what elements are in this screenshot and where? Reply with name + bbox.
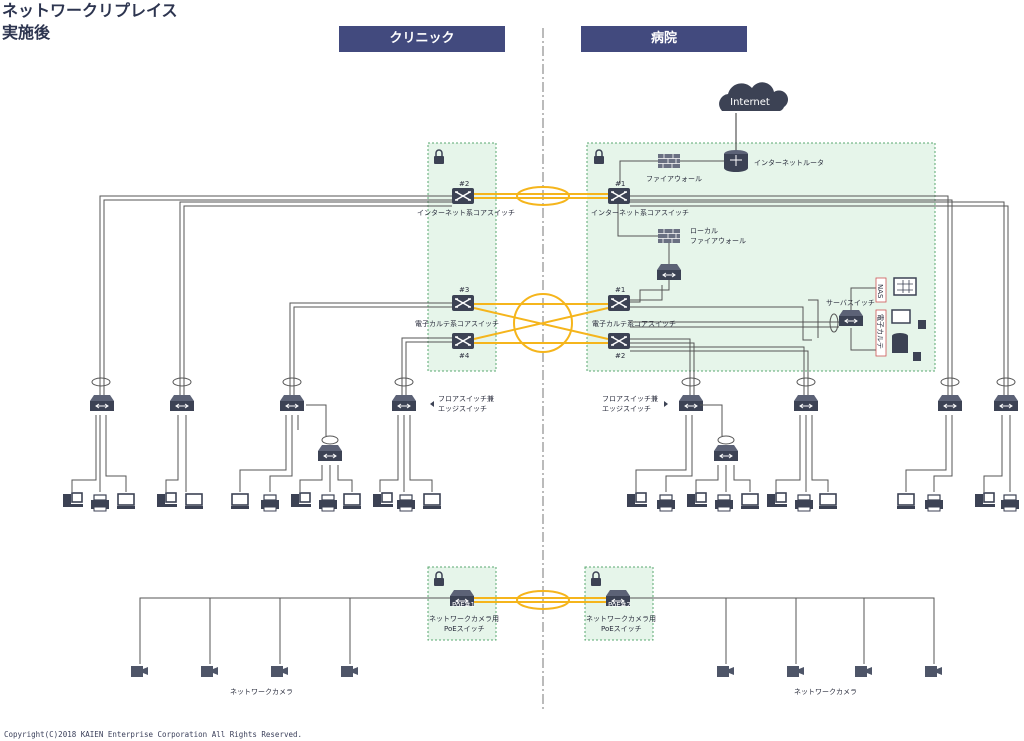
desktop-pc-icon <box>766 492 788 508</box>
printer-icon <box>1000 494 1020 512</box>
poe-label-left-1: ネットワークカメラ用 <box>429 615 499 623</box>
nas-label: NAS <box>876 284 884 299</box>
switch-number: #3 <box>459 286 469 294</box>
desktop-pc-icon <box>372 492 394 508</box>
camera-label-right: ネットワークカメラ <box>794 688 857 696</box>
switch-number: #1 <box>615 180 625 188</box>
laptop-icon <box>342 493 362 510</box>
server-switch-label: サーバスイッチ <box>826 299 875 307</box>
printer-icon <box>656 494 676 512</box>
edge-switch-icon <box>279 394 305 412</box>
laptop-icon <box>896 493 916 510</box>
hospital-ehr-core-switch-icon <box>607 294 631 312</box>
desktop-pc-icon <box>974 492 996 508</box>
poe-label-right-2: PoEスイッチ <box>601 625 642 633</box>
hospital-internet-core-label: インターネット系コアスイッチ <box>591 208 689 217</box>
server-switch-icon <box>838 309 864 327</box>
camera-label-left: ネットワークカメラ <box>230 688 293 696</box>
edge-switch-icon <box>713 444 739 462</box>
edge-switch-icon <box>89 394 115 412</box>
laptop-icon <box>740 493 760 510</box>
hospital-ehr-core-label: 電子カルテ系コアスイッチ <box>592 319 676 328</box>
switch-number: #1 <box>615 286 625 294</box>
laptop-icon <box>230 493 250 510</box>
ehr-label: 電子カルテ <box>876 314 884 349</box>
camera-icon <box>717 666 734 677</box>
hospital-ehr-core-switch-icon <box>607 332 631 350</box>
nas-server-icon <box>893 277 917 296</box>
clinic-internet-core-switch-icon <box>451 187 475 205</box>
desktop-pc-icon <box>290 492 312 508</box>
printer-icon <box>714 494 734 512</box>
edge-switch-icon <box>391 394 417 412</box>
desktop-pc-icon <box>626 492 648 508</box>
desktop-pc-icon <box>62 492 84 508</box>
router-label: インターネットルータ <box>754 158 824 167</box>
edge-switch-icon <box>937 394 963 412</box>
laptop-icon <box>116 493 136 510</box>
clinic-ehr-core-switch-icon <box>451 294 475 312</box>
poe-label-left-2: PoEスイッチ <box>444 625 485 633</box>
floor-switch-label-right-1: フロアスイッチ兼 <box>602 394 658 403</box>
clinic-header: クリニック <box>339 26 505 52</box>
edge-switch-icon <box>317 444 343 462</box>
title-line-2: 実施後 <box>2 23 51 42</box>
poe-number: PoE#2 <box>608 601 631 609</box>
printer-icon <box>90 494 110 512</box>
printer-icon <box>396 494 416 512</box>
floor-switch-label-left-2: エッジスイッチ <box>438 405 487 413</box>
printer-icon <box>924 494 944 512</box>
ehr-server-icon <box>891 309 911 324</box>
switch-number: #2 <box>459 180 469 188</box>
camera-icon <box>341 666 358 677</box>
local-firewall-label-1: ローカル <box>690 227 718 235</box>
switch-number: #2 <box>615 352 625 360</box>
printer-icon <box>260 494 280 512</box>
laptop-icon <box>184 493 204 510</box>
firewall-switch-icon <box>656 263 682 281</box>
printer-icon <box>318 494 338 512</box>
poe-label-right-1: ネットワークカメラ用 <box>586 615 656 623</box>
edge-switch-icon <box>993 394 1019 412</box>
floor-switch-label-right-2: エッジスイッチ <box>602 405 651 413</box>
page-title: ネットワークリプレイス 実施後 <box>2 0 178 44</box>
camera-icon <box>925 666 942 677</box>
hospital-internet-core-switch-icon <box>607 187 631 205</box>
laptop-icon <box>818 493 838 510</box>
inter-site-links <box>473 186 609 610</box>
hospital-header: 病院 <box>581 26 747 52</box>
internet-router-icon <box>724 150 748 172</box>
clinic-ehr-core-switch-icon <box>451 332 475 350</box>
local-firewall-label-2: ファイアウォール <box>690 237 746 245</box>
camera-icon <box>855 666 872 677</box>
internet-label: Internet <box>730 97 770 108</box>
floor-switch-label-left-1: フロアスイッチ兼 <box>438 394 494 403</box>
title-line-1: ネットワークリプレイス <box>2 1 178 20</box>
laptop-icon <box>422 493 442 510</box>
internet-cloud-icon: Internet <box>719 82 789 111</box>
copyright: Copyright(C)2018 KAIEN Enterprise Corpor… <box>4 730 303 739</box>
camera-icon <box>787 666 804 677</box>
desktop-pc-icon <box>156 492 178 508</box>
firewall-icon <box>657 153 681 169</box>
camera-icon <box>131 666 148 677</box>
edge-switch-icon <box>793 394 819 412</box>
poe-number: PoE#1 <box>452 601 475 609</box>
printer-icon <box>794 494 814 512</box>
edge-switch-icon <box>678 394 704 412</box>
camera-icon <box>271 666 288 677</box>
local-firewall-icon <box>657 228 681 244</box>
desktop-pc-icon <box>686 492 708 508</box>
clinic-internet-core-label: インターネット系コアスイッチ <box>417 208 515 217</box>
switch-number: #4 <box>459 352 470 360</box>
firewall-label: ファイアウォール <box>646 175 702 183</box>
camera-icon <box>201 666 218 677</box>
edge-switch-icon <box>169 394 195 412</box>
clinic-ehr-core-label: 電子カルテ系コアスイッチ <box>415 319 499 328</box>
